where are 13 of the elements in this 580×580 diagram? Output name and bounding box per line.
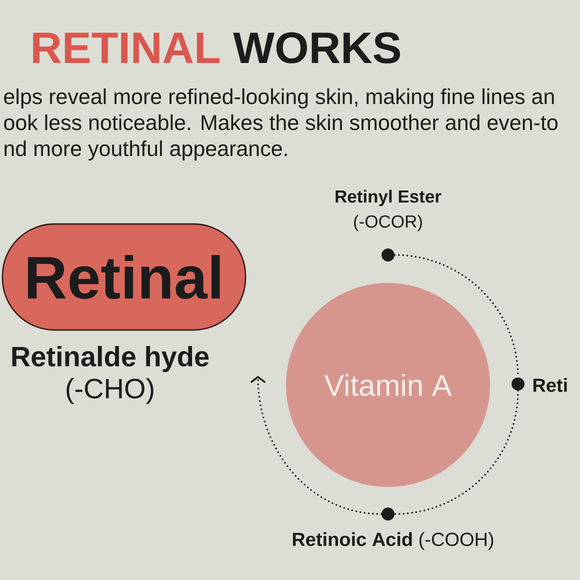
rounded-box: Retinal bbox=[2, 223, 246, 331]
node-label: Retinoic Acid (-COOH) bbox=[292, 532, 494, 550]
node-label: (-OCOR) bbox=[354, 214, 422, 232]
dotted-arc bbox=[394, 390, 519, 515]
body-text: ook less noticeable. Makes the skin smoother and even-to bbox=[4, 114, 558, 130]
node-label: Retinyl Ester bbox=[336, 190, 442, 206]
node-label: (-CHO) bbox=[66, 378, 154, 404]
node-label: Reti bbox=[533, 378, 567, 392]
curved-arrow bbox=[250, 376, 382, 515]
title: RETINAL WORKS bbox=[33, 32, 400, 64]
node-label: Retinalde hyde bbox=[12, 346, 209, 372]
body-text: elps reveal more refined-looking skin, making fine lines an bbox=[4, 88, 554, 108]
body-text: nd more youthful appearance. bbox=[4, 140, 287, 160]
